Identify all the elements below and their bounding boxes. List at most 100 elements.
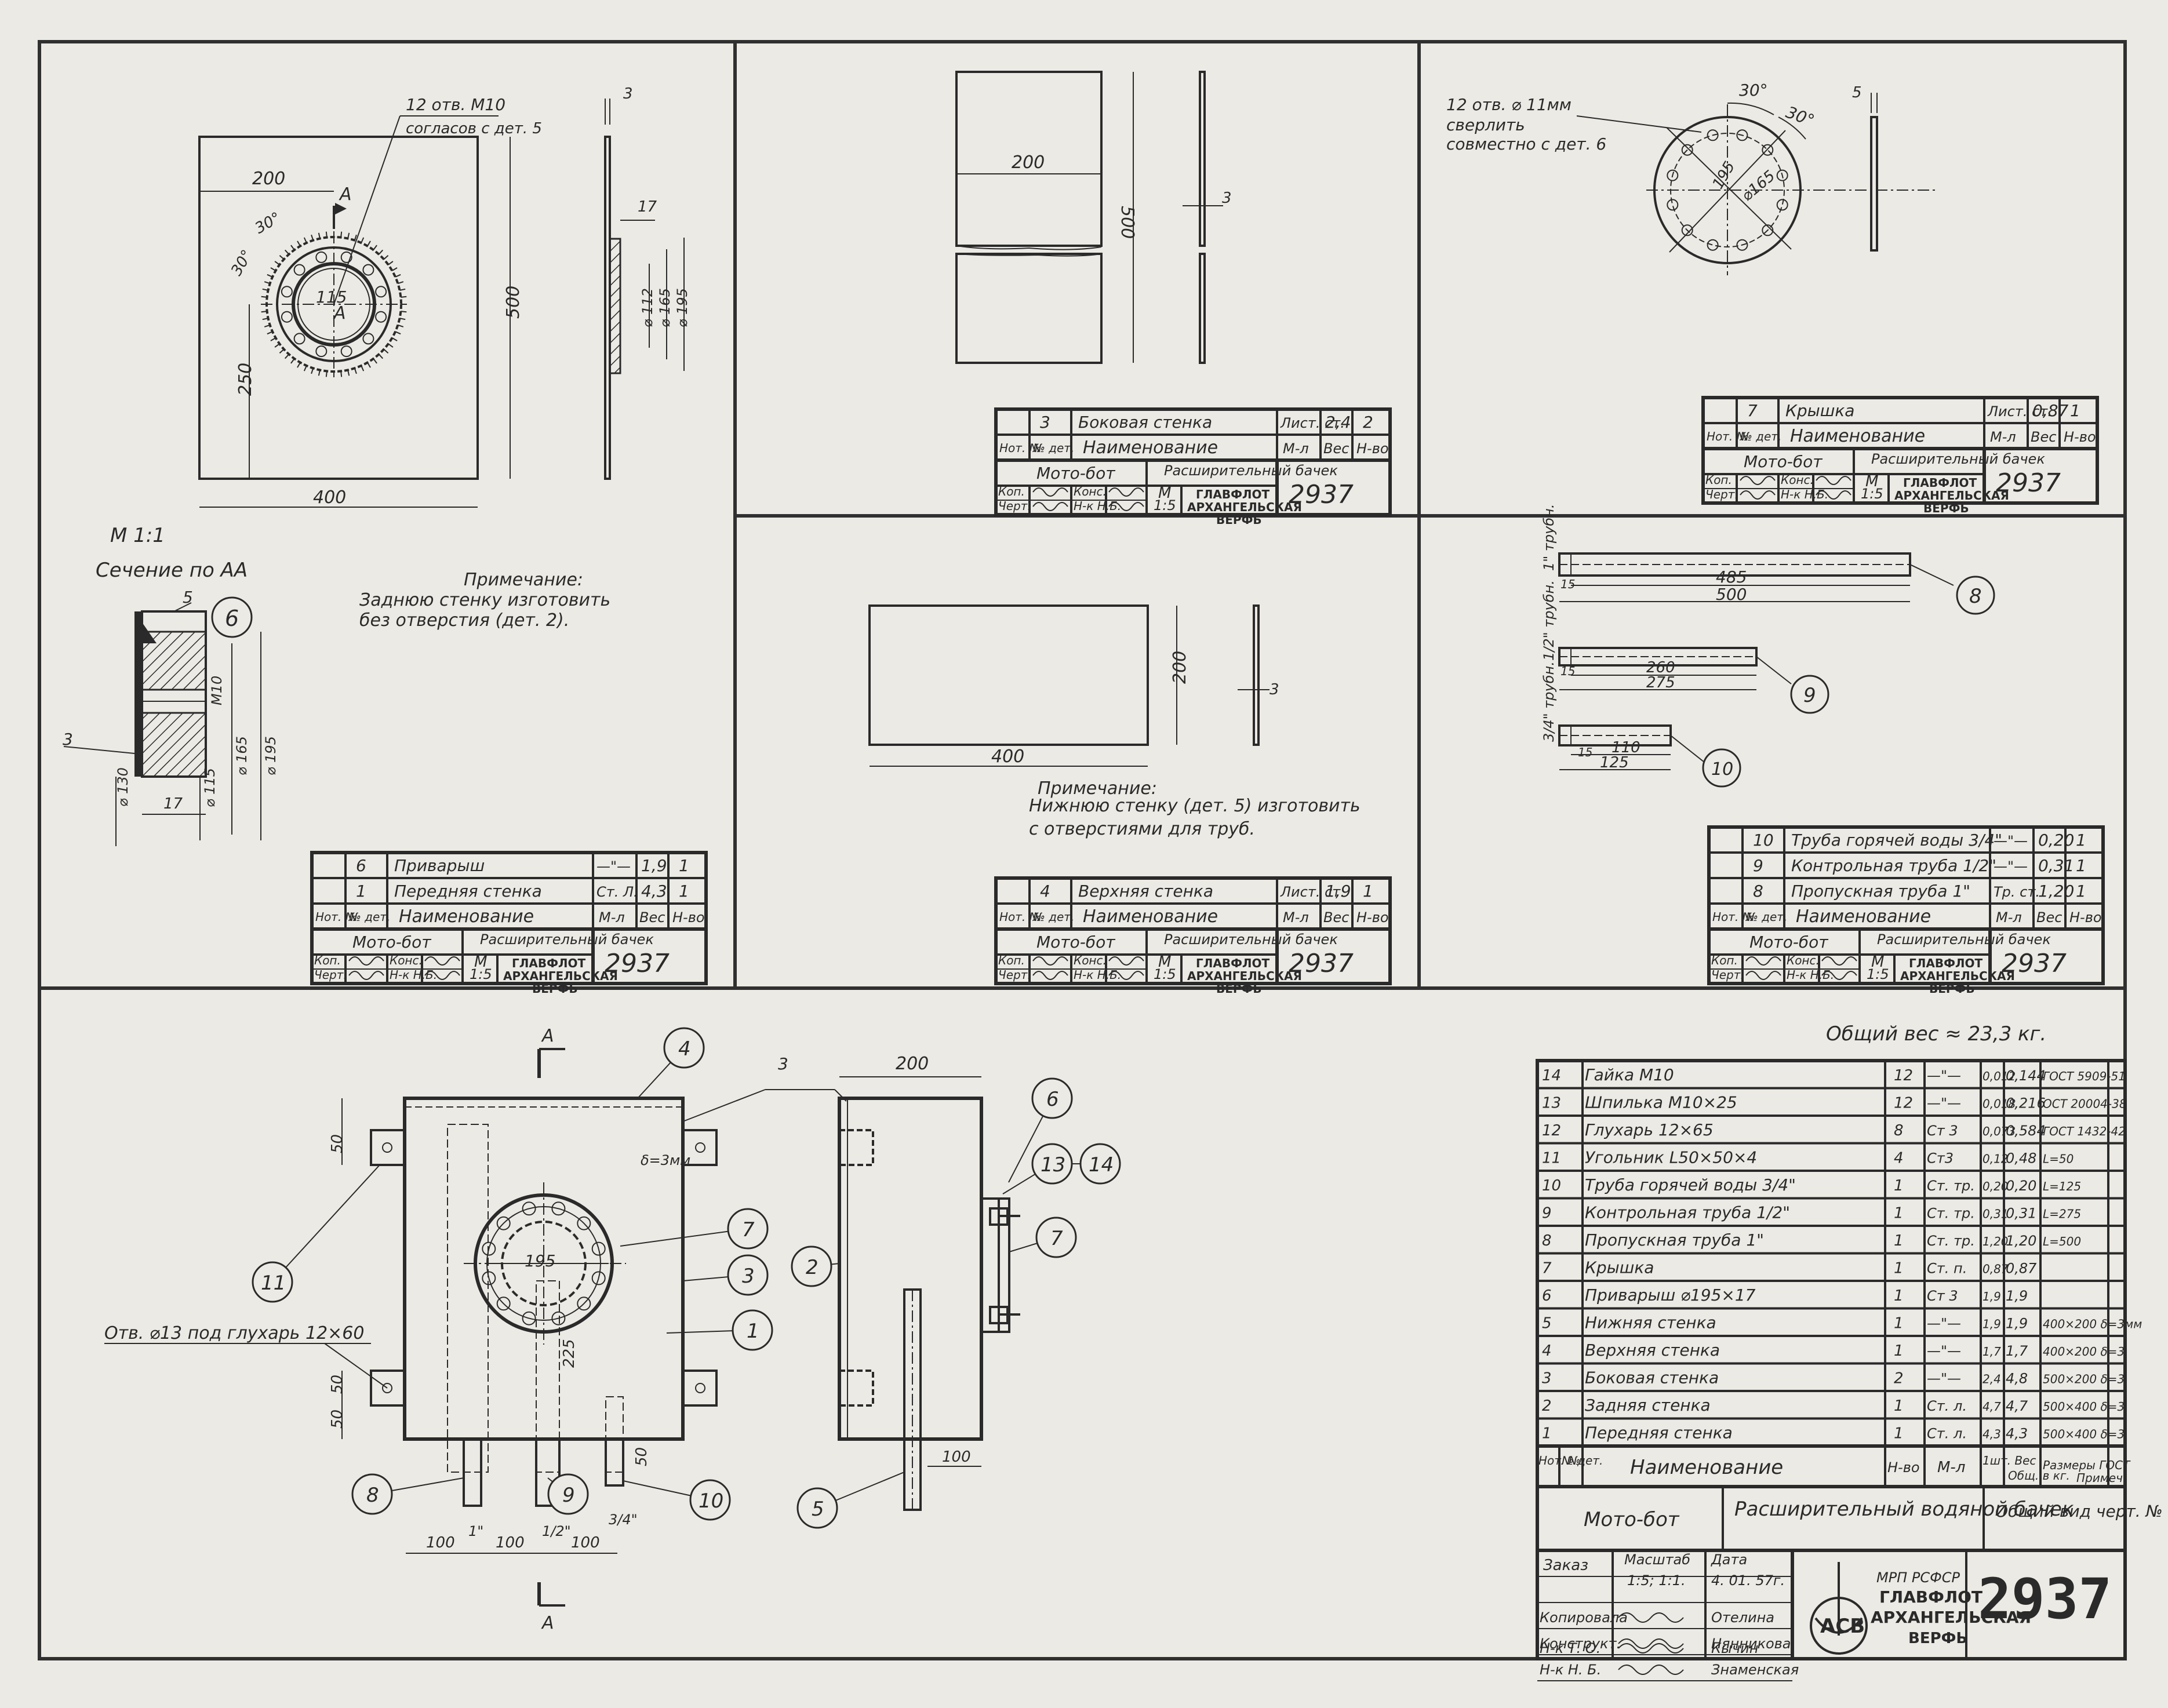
part-mat: Лист. ст. <box>1280 415 1345 431</box>
bom-w2: 0,144 <box>2006 1068 2046 1084</box>
bom-qty: 2 <box>1894 1370 1904 1387</box>
angle-30-b: 30° <box>252 209 284 238</box>
bom-mat: Ст. п. <box>1927 1261 1967 1277</box>
bom-name: Нижняя стенка <box>1585 1313 1716 1332</box>
lbl-chert: Черт. <box>1711 968 1744 982</box>
holes-note: 12 отв. М10 <box>406 95 505 114</box>
part-name: Боковая стенка <box>1078 413 1212 432</box>
logo-text: АСВ <box>1820 1615 1865 1638</box>
val-nk-to: Кычин <box>1711 1640 1758 1656</box>
drawing-number: 2937 <box>1289 480 1354 509</box>
lbl-kop: Коп. <box>1711 953 1738 967</box>
dim-200: 200 <box>252 169 285 189</box>
p3-note-1: 12 отв. ⌀ 11мм <box>1446 95 1572 114</box>
bom-mat: Ст. л. <box>1927 1426 1967 1442</box>
bom-w2: 0,216 <box>2006 1095 2046 1112</box>
bom-w2: 0,31 <box>2006 1206 2036 1222</box>
hdr-qty: Н-во <box>2069 909 2102 926</box>
p10-110: 110 <box>1612 739 1640 756</box>
part-qty: 1 <box>2076 856 2086 875</box>
org-l1: ГЛАВФЛОТ <box>1909 956 1983 970</box>
bolt-hole <box>522 1201 536 1216</box>
bom-name: Труба горячей воды 3/4" <box>1585 1175 1796 1194</box>
bom-hdr-note: Примеч. <box>2076 1471 2126 1485</box>
section-title: Сечение по АА <box>96 559 248 582</box>
lbl-kop: Коп. <box>1705 473 1732 487</box>
lbl-kop: Коп. <box>998 953 1025 967</box>
hdr-nom: Нот. № <box>999 910 1041 924</box>
bom-mat: Ст3 <box>1927 1150 1954 1167</box>
thr-1: 1" трубн. <box>1541 504 1557 571</box>
part-qty: 1 <box>679 882 689 901</box>
hdr-wt: Вес <box>639 909 665 926</box>
part-wt: 4,3 <box>641 882 667 901</box>
hdr-name: Наименование <box>399 906 534 927</box>
bom-mat: —"— <box>1927 1371 1961 1387</box>
lbl-scale: 1:5 <box>1861 486 1883 502</box>
hdr-det: № дет. <box>1745 910 1787 924</box>
bolt-hole <box>551 1311 566 1325</box>
org-l1: ГЛАВФЛОТ <box>1903 476 1977 490</box>
lbl-kons: Конс. <box>1787 953 1820 967</box>
bom-qty: 8 <box>1894 1122 1904 1139</box>
title-drawing-number: 2937 <box>1978 1567 2112 1631</box>
bom-w2: 0,20 <box>2006 1178 2036 1194</box>
section-d130: ⌀ 130 <box>115 767 131 807</box>
bom-no: 5 <box>1542 1315 1552 1332</box>
part-mat: —"— <box>596 858 631 875</box>
bolt-hole <box>1762 144 1774 156</box>
part-name: Передняя стенка <box>394 882 542 901</box>
callout-bubble: 9 <box>562 1484 575 1507</box>
p8-500: 500 <box>1716 585 1747 604</box>
title-moto: Мото-бот <box>1749 933 1828 952</box>
org-l1: ГЛАВФЛОТ <box>1196 487 1270 501</box>
part-qty: 1 <box>1363 882 1373 901</box>
part-qty: 1 <box>2076 831 2086 850</box>
bolt-hole <box>496 1297 511 1311</box>
title-product: Расширительный бачек <box>480 931 654 948</box>
bom-name: Глухарь 12×65 <box>1585 1120 1714 1139</box>
callout-bubble: 1 <box>747 1320 759 1343</box>
assembly-side-view: 200 100 3 <box>682 1054 1020 1511</box>
drawing-number: 2937 <box>1289 949 1354 978</box>
callout-bubble: 13 <box>1041 1153 1065 1177</box>
bom-qty: 1 <box>1894 1342 1904 1360</box>
scale-label: М 1:1 <box>110 524 165 547</box>
part-no: 9 <box>1753 856 1763 875</box>
asm-dim-50d: 50 <box>633 1447 650 1466</box>
bom-w2: 1,9 <box>2006 1316 2028 1332</box>
dim-17: 17 <box>638 198 657 216</box>
p4-note-1: Нижнюю стенку (дет. 5) изготовить <box>1029 796 1361 816</box>
dim-d112: ⌀ 112 <box>639 288 656 327</box>
p3-angle-30b: 30° <box>1783 103 1817 130</box>
bom-size: 500×400 δ=3 <box>2043 1427 2125 1441</box>
part-no: 8 <box>1753 882 1763 901</box>
bolt-hole <box>1762 224 1774 236</box>
org-l3: ВЕРФЬ <box>1908 1630 1967 1647</box>
val-kopiroval: Отелина <box>1711 1609 1774 1626</box>
lbl-scale: 1:5 <box>470 966 492 982</box>
p9-275: 275 <box>1646 674 1675 691</box>
part-name: Приварыш <box>394 856 485 875</box>
part-name: Крышка <box>1785 401 1854 420</box>
bom-hdr-w2: Общ. в кг. <box>2008 1469 2070 1483</box>
bom-no: 4 <box>1542 1342 1552 1360</box>
lbl-chert: Черт. <box>998 499 1031 513</box>
bom-hdr-det: № дет. <box>1561 1454 1603 1467</box>
title-moto: Мото-бот <box>352 933 431 952</box>
title-moto: Мото-бот <box>1036 464 1115 483</box>
pipe-bubble-8: 8 <box>1969 585 1982 608</box>
bom-size: ОСТ 20004-38 <box>2043 1097 2127 1111</box>
bom-w2: 0,584 <box>2006 1123 2046 1139</box>
bom-no: 7 <box>1542 1260 1552 1277</box>
part-mat: Лист. ст. <box>1280 884 1345 900</box>
lbl-kopiroval: Копировала <box>1540 1609 1628 1626</box>
thr-3: 3/4" трубн. <box>1541 661 1557 742</box>
callout-bubble: 8 <box>366 1484 379 1507</box>
bolt-hole <box>482 1271 496 1285</box>
bom-name: Крышка <box>1585 1258 1654 1277</box>
bom-w1: 1,9 <box>1983 1290 2001 1303</box>
